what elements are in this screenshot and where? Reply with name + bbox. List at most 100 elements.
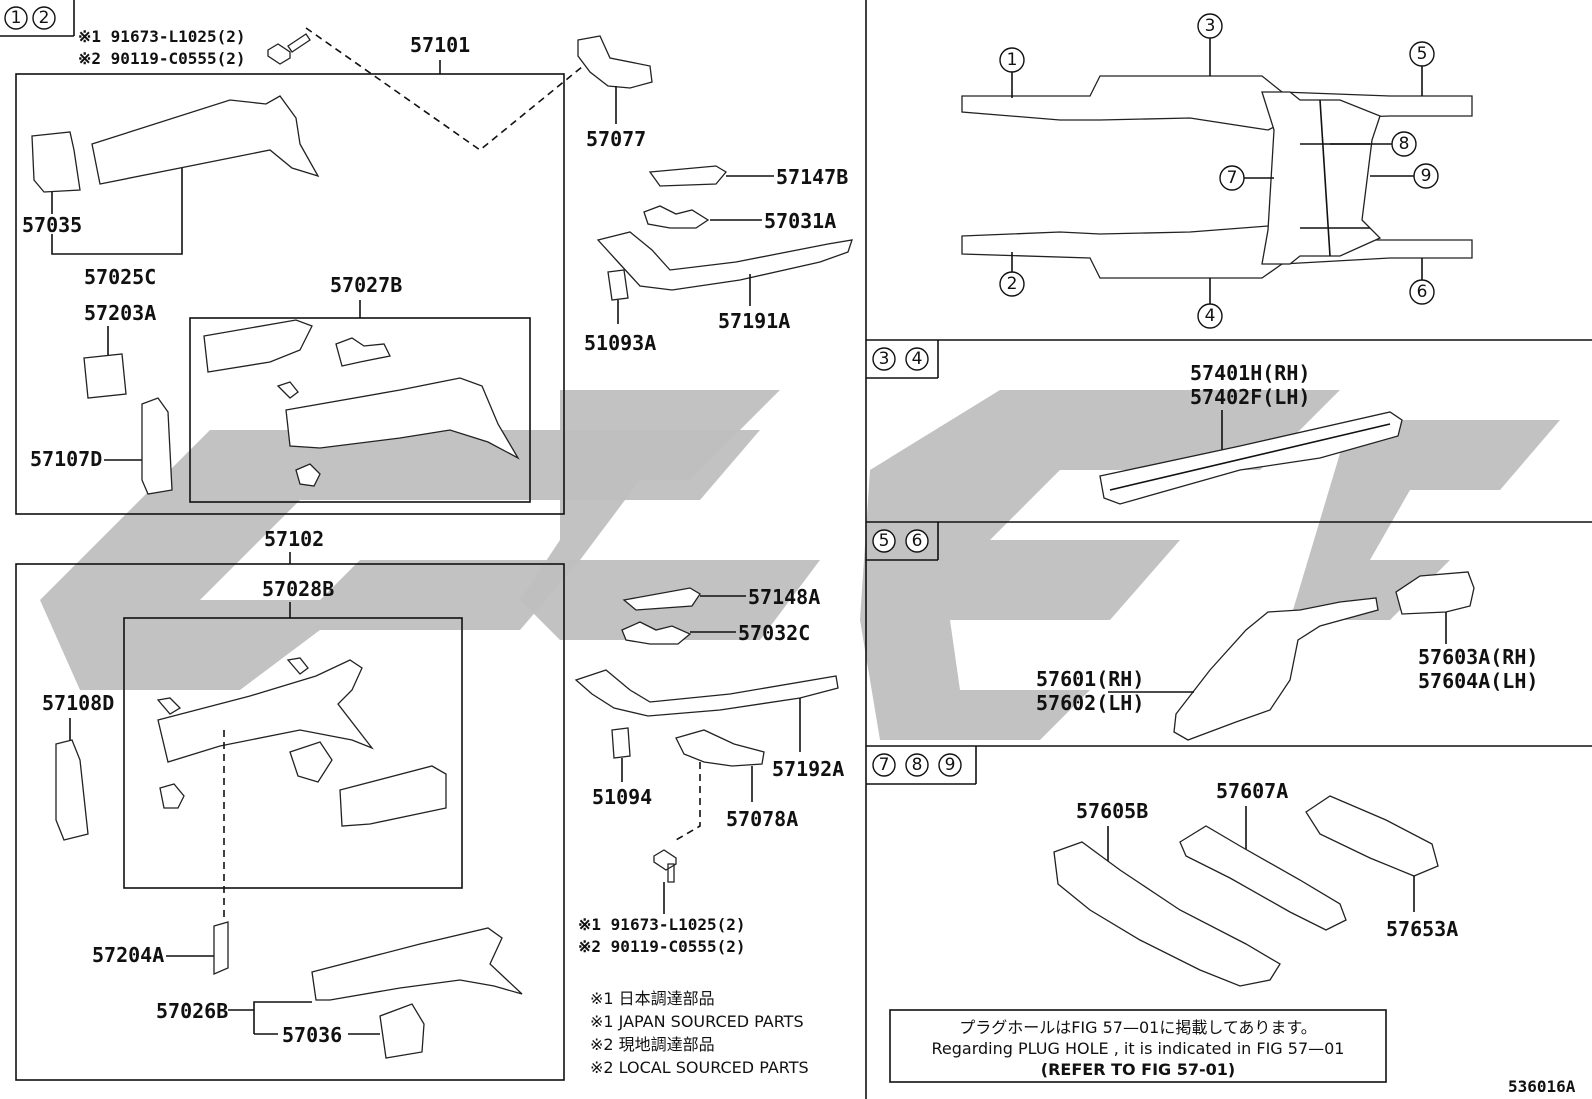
part-57203A [83,353,127,399]
label-57025C: 57025C [84,265,156,289]
callout-6: 6 [1417,282,1428,302]
tag-2: 2 [39,8,50,28]
tag-4: 4 [912,349,923,369]
parts-top-middle: 57147B 57031A 57191A 51093A [584,165,853,355]
box-57101 [15,73,565,515]
plug-hole-note-box [889,1009,1387,1083]
label-57148A: 57148A [748,585,820,609]
part-57192A [574,669,839,717]
label-57026B: 57026B [156,999,228,1023]
section-tag-5-6: 5 6 [872,529,929,553]
part-57028B-cross [339,765,447,827]
callout-3: 3 [1205,16,1216,36]
part-57653A [1305,795,1439,877]
label-57101: 57101 [410,33,470,57]
panel-5-6: 57601(RH) 57602(LH) 57603A(RH) 57604A(LH… [1036,571,1538,741]
part-57027B-clip [276,381,299,399]
box-57102 [15,563,565,1081]
label-57402F: 57402F(LH) [1190,385,1310,409]
label-57607A: 57607A [1216,779,1288,803]
section-tag-3-4: 3 4 [872,347,929,371]
bolt-note-bottom-2: ※2 90119-C0555(2) [578,937,746,956]
part-57028B-small [159,783,185,809]
tag-6: 6 [912,531,923,551]
part-57028B-clip [156,697,182,715]
part-51094 [611,727,631,759]
assembly-57102: 57102 57028B 57108D 57204A 57026B 57036 [15,527,565,1081]
parts-bottom-middle: 57148A 57032C 57192A 51094 57078A ※1 916… [574,585,844,1077]
label-57031A: 57031A [764,209,836,233]
callout-5: 5 [1417,44,1428,64]
sourcing-note-1: ※1 日本調達部品 [590,989,715,1008]
label-57401H: 57401H(RH) [1190,361,1310,385]
part-57036 [379,1003,425,1059]
part-57191A [596,231,853,291]
callout-4: 4 [1205,306,1216,326]
label-57604A: 57604A(LH) [1418,669,1538,693]
label-57032C: 57032C [738,621,810,645]
panel-7-8-9: 57605B 57607A 57653A プラグホールはFIG 57—01に掲載… [889,779,1458,1083]
part-57027B-small [295,463,321,487]
plug-hole-note-jp: プラグホールはFIG 57—01に掲載してあります。 [959,1018,1317,1037]
sourcing-note-2: ※1 JAPAN SOURCED PARTS [590,1012,804,1031]
part-57603A [1395,571,1475,615]
tag-9: 9 [945,755,956,775]
label-51093A: 51093A [584,331,656,355]
part-57032C [621,621,692,645]
part-57107D [141,397,173,495]
callout-2: 2 [1007,274,1018,294]
label-57602: 57602(LH) [1036,691,1144,715]
box-57027B [189,317,531,503]
label-57028B: 57028B [262,577,334,601]
label-57108D: 57108D [42,691,114,715]
part-57028B-bracket [289,741,333,783]
part-57077 [577,35,653,89]
part-57027B-bracket [335,337,391,367]
callout-1: 1 [1007,50,1018,70]
label-57078A: 57078A [726,807,798,831]
label-57191A: 57191A [718,309,790,333]
section-tag-7-8-9: 7 8 9 [872,753,962,777]
part-57078A [675,729,765,767]
part-57601 [1173,597,1379,741]
plug-hole-note-refer: (REFER TO FIG 57-01) [1041,1060,1235,1079]
part-57025C [91,95,320,185]
callout-9: 9 [1421,166,1432,186]
bolt-bottom [653,849,677,883]
panel-3-4: 57401H(RH) 57402F(LH) [1099,361,1403,505]
part-57148A [622,587,701,611]
sourcing-note-4: ※2 LOCAL SOURCED PARTS [590,1058,809,1077]
section-tag-1-2: 1 2 [4,6,56,30]
label-57102: 57102 [264,527,324,551]
tag-5: 5 [879,531,890,551]
label-57204A: 57204A [92,943,164,967]
assembly-57101: ※1 91673-L1025(2) ※2 90119-C0555(2) 5710… [15,27,653,515]
label-51094: 51094 [592,785,652,809]
tag-8: 8 [912,755,923,775]
label-57027B: 57027B [330,273,402,297]
part-57147B [648,165,727,187]
overview-upper-rail [961,75,1473,131]
footer-code: 536016A [1508,1077,1576,1096]
part-57108D [55,739,89,841]
label-57601: 57601(RH) [1036,667,1144,691]
part-57027B-upper [203,319,313,373]
part-51093A [607,269,629,301]
frame-overview: 1 2 3 4 5 6 7 8 9 [961,13,1473,329]
callout-8: 8 [1399,134,1410,154]
bolt-note-bottom-1: ※1 91673-L1025(2) [578,915,746,934]
label-57603A: 57603A(RH) [1418,645,1538,669]
overview-rear [1261,91,1382,265]
tag-1: 1 [11,8,22,28]
label-57147B: 57147B [776,165,848,189]
part-57607A [1179,825,1347,931]
tag-7: 7 [879,755,890,775]
part-57605B [1053,841,1281,987]
label-57107D: 57107D [30,447,102,471]
part-57035 [31,131,81,193]
bolt-top [267,33,311,65]
part-57204A [213,921,229,975]
box-57028B [123,617,463,889]
part-57027B-lower [285,377,520,460]
